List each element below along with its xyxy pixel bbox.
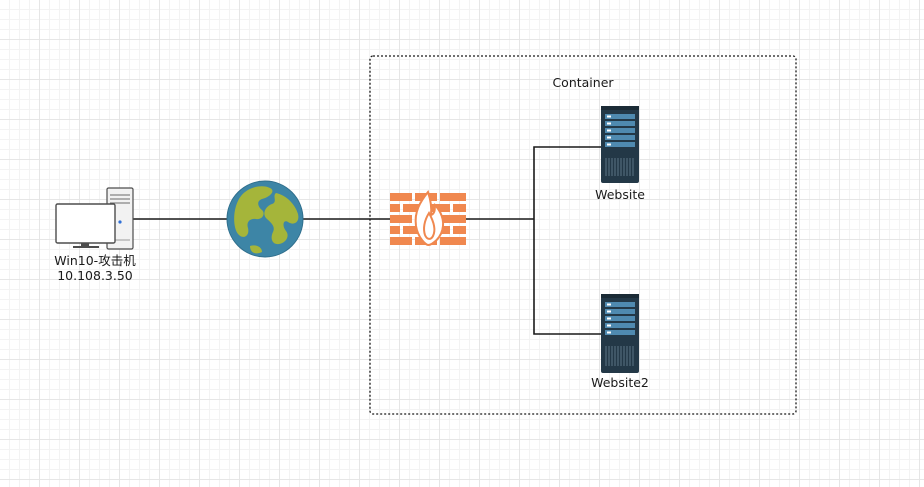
server-rack-icon[interactable] [601, 294, 639, 373]
server-rack-icon[interactable] [601, 106, 639, 183]
container-boundary[interactable] [369, 55, 797, 415]
website2-label: Website2 [591, 375, 649, 390]
attacker-name: Win10-攻击机 [54, 253, 136, 268]
desktop-computer-icon[interactable] [55, 187, 134, 250]
connections [133, 146, 601, 335]
attacker-ip: 10.108.3.50 [57, 268, 133, 283]
globe-icon[interactable] [226, 180, 304, 258]
website-label: Website [595, 187, 645, 202]
attacker-label: Win10-攻击机 10.108.3.50 [35, 253, 155, 283]
firewall-icon[interactable] [390, 189, 466, 247]
edge-to-website[interactable] [533, 146, 601, 219]
edge-to-website2[interactable] [533, 219, 601, 335]
container-label: Container [552, 75, 614, 90]
